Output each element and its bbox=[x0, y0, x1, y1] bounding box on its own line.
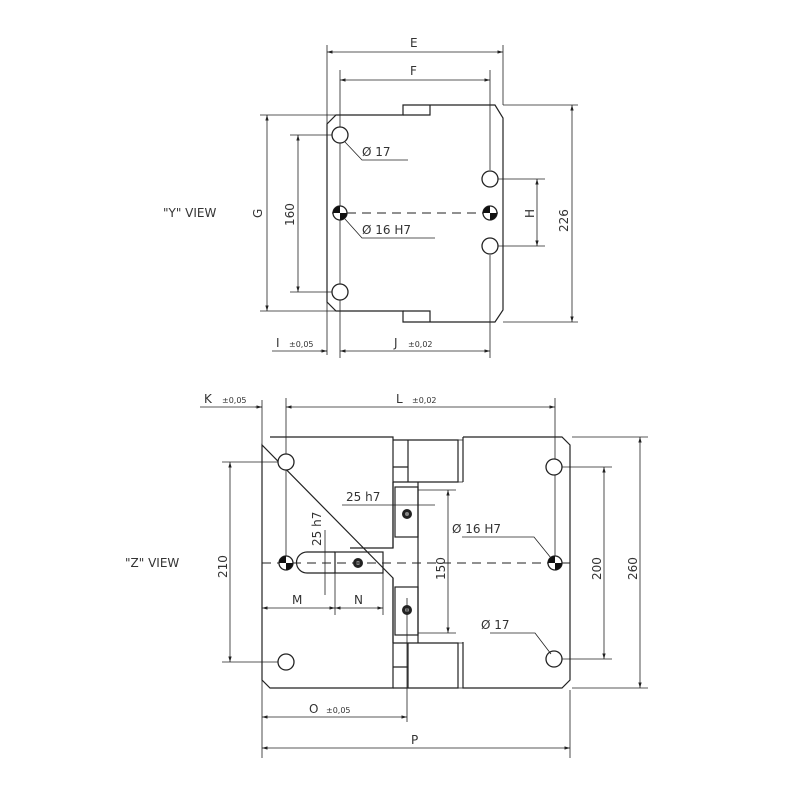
datum-pin-icon bbox=[482, 205, 498, 221]
callout-datum-16h7: Ø 16 H7 bbox=[452, 522, 501, 536]
mounting-hole bbox=[331, 283, 349, 301]
top-connector-block bbox=[393, 439, 459, 483]
datum-pin-icon bbox=[278, 555, 294, 571]
dim-l-tolerance: ±0,02 bbox=[412, 396, 437, 405]
block-joints bbox=[458, 439, 463, 689]
mounting-hole bbox=[277, 653, 295, 671]
vertical-key-bottom bbox=[394, 586, 419, 636]
dim-p: P bbox=[411, 733, 418, 747]
callout-hole-17: Ø 17 bbox=[481, 618, 510, 632]
dim-h: H bbox=[523, 209, 537, 218]
dim-226: 226 bbox=[557, 209, 571, 232]
callout-datum-16h7: Ø 16 H7 bbox=[362, 223, 411, 237]
dim-j-tolerance: ±0,02 bbox=[408, 340, 433, 349]
dim-210: 210 bbox=[216, 555, 230, 578]
dim-key-width-vertical: 25 h7 bbox=[310, 512, 324, 546]
mounting-hole bbox=[545, 650, 563, 668]
dim-i: I bbox=[276, 336, 280, 350]
dim-j: J bbox=[393, 336, 398, 350]
leader-line bbox=[344, 218, 435, 239]
dim-l: L bbox=[396, 392, 403, 406]
screw-icon bbox=[402, 509, 412, 519]
leader-line bbox=[490, 632, 552, 655]
leader-line bbox=[462, 536, 552, 559]
dim-k-tolerance: ±0,05 bbox=[222, 396, 247, 405]
y-view-tabs bbox=[403, 105, 431, 322]
dim-150: 150 bbox=[434, 557, 448, 580]
z-view-extension-lines bbox=[200, 398, 648, 758]
datum-pin-icon bbox=[332, 205, 348, 221]
datum-pin-icon bbox=[547, 555, 563, 571]
dim-g: G bbox=[251, 209, 265, 218]
z-view: "Z" VIEW K ±0,05 L ±0,02 bbox=[125, 392, 648, 758]
dim-260: 260 bbox=[626, 557, 640, 580]
dim-e: E bbox=[410, 36, 418, 50]
z-view-label: "Z" VIEW bbox=[125, 556, 179, 570]
bottom-connector-block bbox=[393, 642, 459, 689]
dim-200: 200 bbox=[590, 557, 604, 580]
dim-n: N bbox=[354, 593, 363, 607]
mounting-hole bbox=[481, 170, 499, 188]
y-view-label: "Y" VIEW bbox=[163, 206, 217, 220]
dim-o: O bbox=[309, 702, 318, 716]
vertical-key-top bbox=[394, 486, 419, 538]
dim-o-tolerance: ±0,05 bbox=[326, 706, 351, 715]
dim-160: 160 bbox=[283, 203, 297, 226]
mounting-hole bbox=[277, 453, 295, 471]
mounting-hole bbox=[545, 458, 563, 476]
mounting-hole bbox=[481, 237, 499, 255]
dim-k: K bbox=[204, 392, 213, 406]
dim-i-tolerance: ±0,05 bbox=[289, 340, 314, 349]
dim-key-width-horizontal: 25 h7 bbox=[346, 490, 380, 504]
callout-hole-17: Ø 17 bbox=[362, 145, 391, 159]
leader-line bbox=[344, 141, 408, 161]
dim-m: M bbox=[292, 593, 302, 607]
dim-f: F bbox=[410, 64, 417, 78]
mounting-hole bbox=[331, 126, 349, 144]
y-view: "Y" VIEW E F G 160 226 H I ±0,05 J ±0,02 bbox=[163, 36, 578, 358]
